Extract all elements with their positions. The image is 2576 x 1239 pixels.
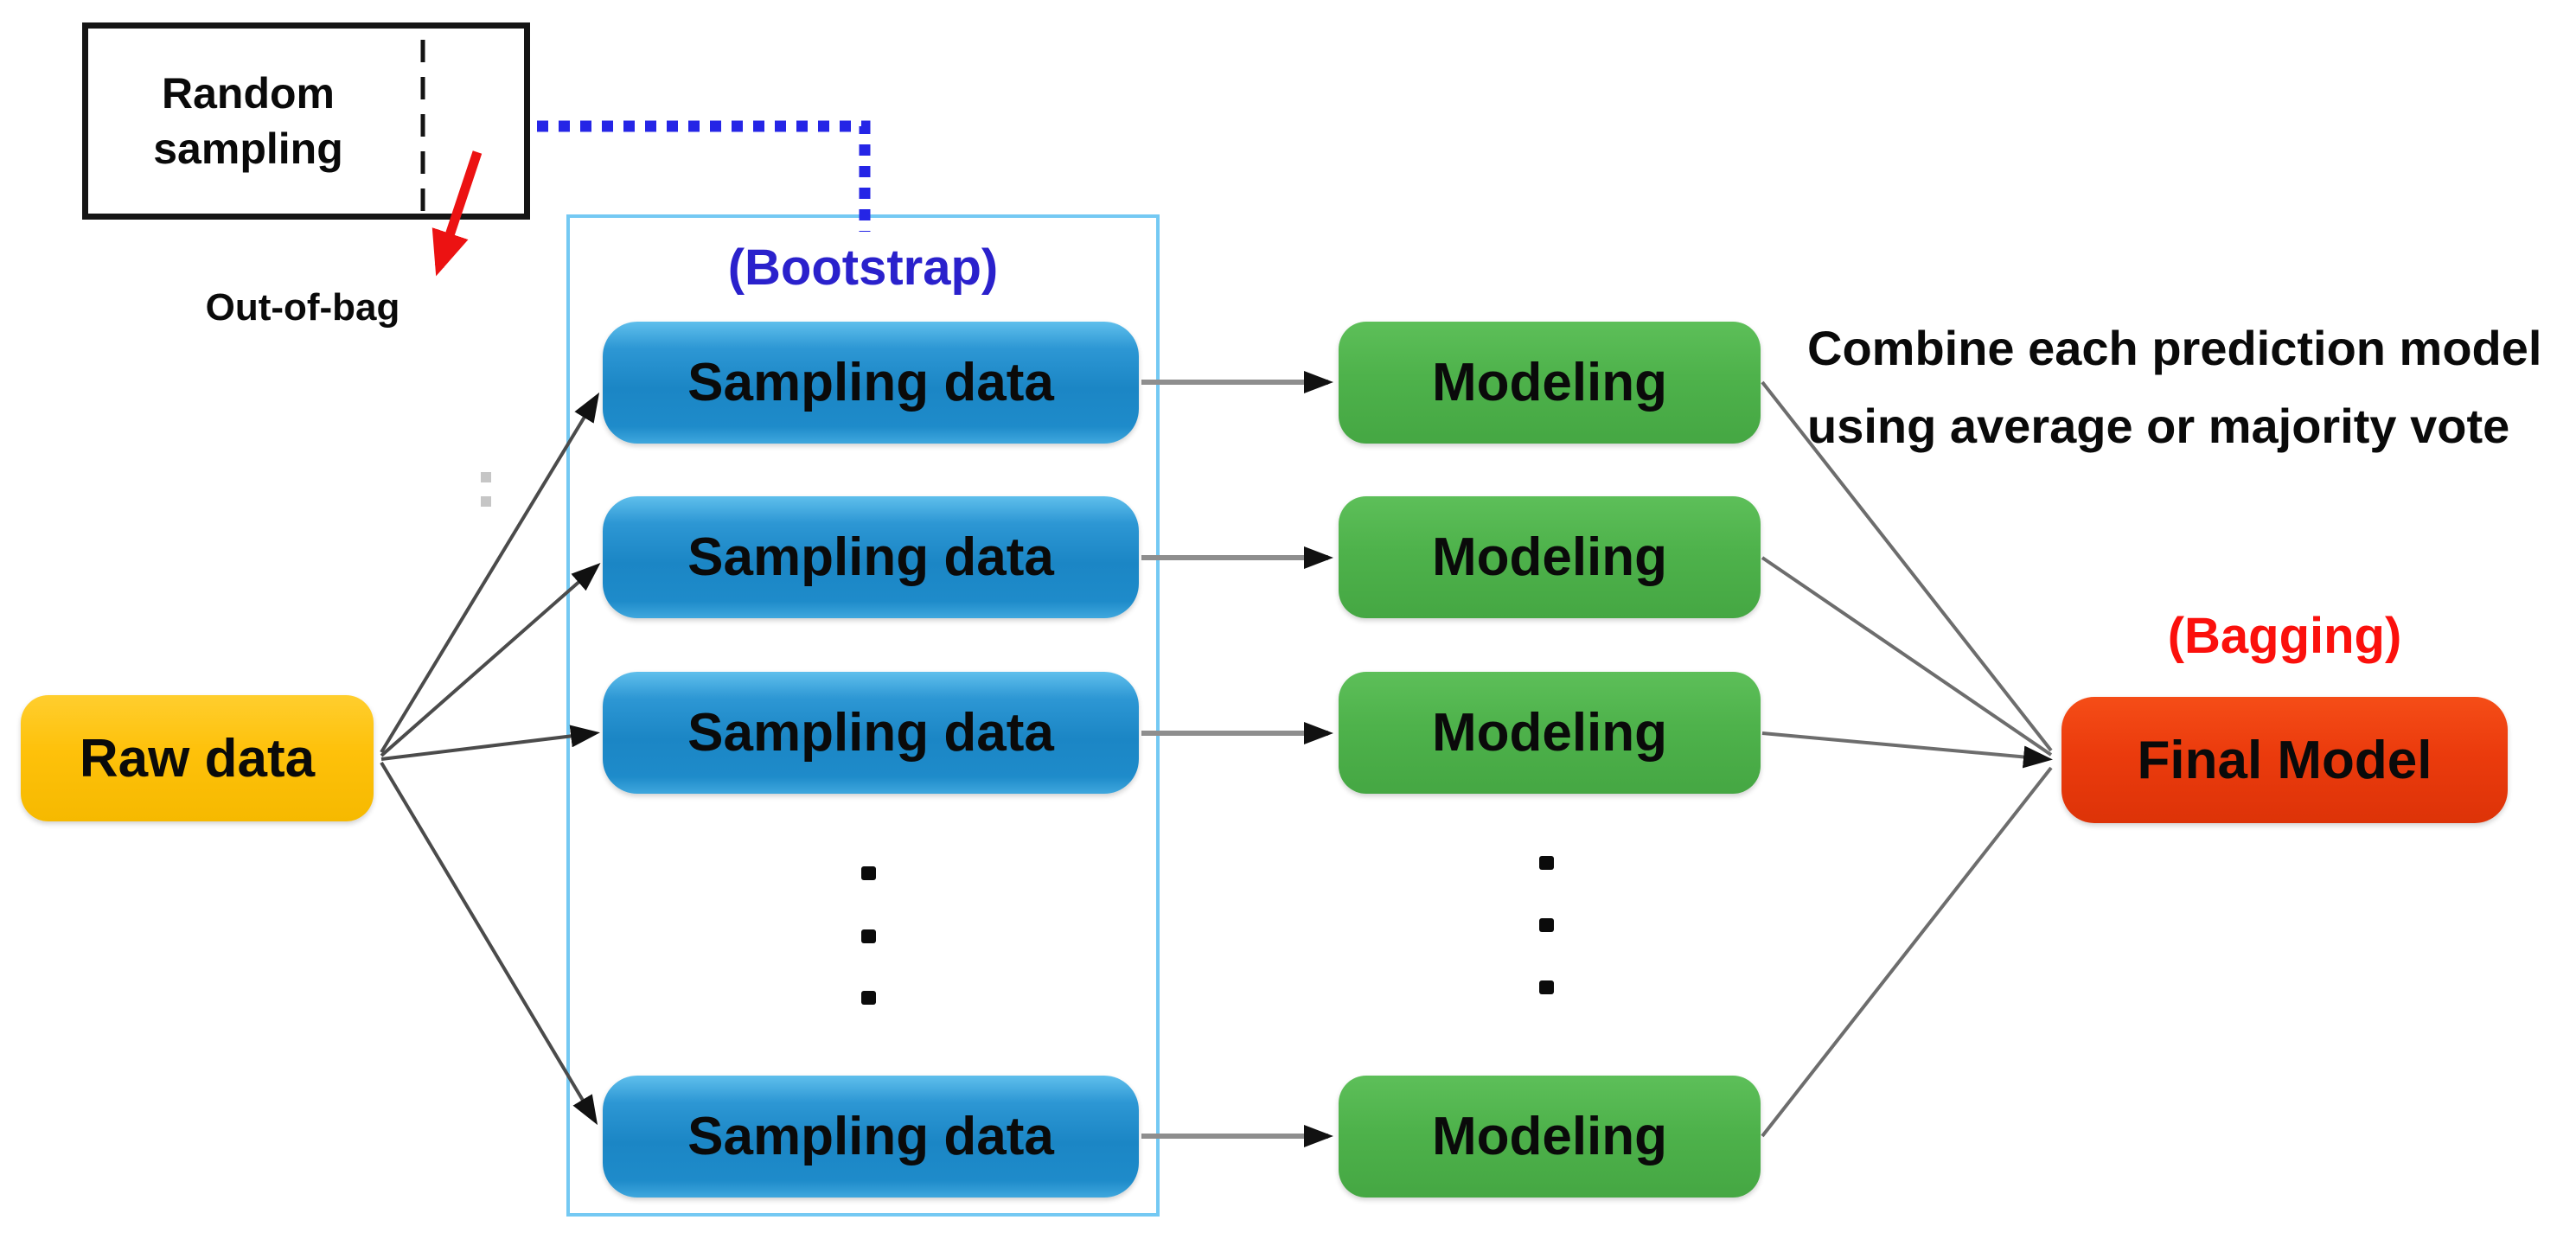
final-model-label: Final Model <box>2137 730 2432 790</box>
combine-note: Combine each prediction model using aver… <box>1807 310 2576 465</box>
lines-modeling-to-final <box>1761 380 2053 1138</box>
modeling-label-2: Modeling <box>1431 527 1668 587</box>
sampling-data-box-2: Sampling data <box>603 496 1139 618</box>
modeling-label-3: Modeling <box>1431 703 1668 763</box>
sampling-data-label-4: Sampling data <box>687 1107 1054 1166</box>
out-of-bag-label: Out-of-bag <box>205 286 400 329</box>
modeling-label-4: Modeling <box>1431 1107 1668 1166</box>
arrow-raw-to-sampling-2 <box>380 563 601 757</box>
bootstrap-label: (Bootstrap) <box>727 239 999 296</box>
final-model-box: Final Model <box>2061 697 2508 823</box>
arrows-raw-to-sampling <box>380 392 601 1126</box>
modeling-box-2: Modeling <box>1339 496 1761 618</box>
bagging-label: (Bagging) <box>2167 607 2402 664</box>
line-modeling-to-final-4 <box>1761 766 2053 1138</box>
modeling-label-1: Modeling <box>1431 353 1668 412</box>
faint-ellipsis-dots <box>481 472 491 507</box>
arrows-sampling-to-modeling <box>1141 371 1333 1147</box>
ellipsis-dots-modeling <box>1539 856 1554 994</box>
line-modeling-to-final-2 <box>1761 556 2053 757</box>
raw-data-label: Raw data <box>79 728 316 789</box>
combine-note-line-2: using average or majority vote <box>1807 399 2510 453</box>
sampling-data-box-4: Sampling data <box>603 1076 1139 1197</box>
modeling-box-1: Modeling <box>1339 322 1761 444</box>
sampling-data-label-3: Sampling data <box>687 703 1054 763</box>
out-of-bag-arrow <box>431 150 483 277</box>
combine-note-line-1: Combine each prediction model <box>1807 321 2542 375</box>
line-modeling-to-final-1 <box>1761 380 2053 752</box>
random-sampling-box: Random sampling <box>82 22 530 220</box>
bootstrap-dotted-connector <box>537 120 871 232</box>
sampling-data-label-1: Sampling data <box>687 353 1054 412</box>
sampling-data-box-1: Sampling data <box>603 322 1139 444</box>
ellipsis-dots-sampling <box>861 866 876 1005</box>
arrow-raw-to-sampling-3 <box>380 725 600 761</box>
arrow-raw-to-sampling-4 <box>380 761 598 1126</box>
line-modeling-to-final-3 <box>1761 731 2053 769</box>
raw-data-box: Raw data <box>21 695 374 821</box>
arrow-raw-to-sampling-1 <box>380 392 600 754</box>
random-sampling-label: Random sampling <box>153 69 343 173</box>
modeling-box-4: Modeling <box>1339 1076 1761 1197</box>
sampling-data-label-2: Sampling data <box>687 527 1054 587</box>
sampling-data-box-3: Sampling data <box>603 672 1139 794</box>
modeling-box-3: Modeling <box>1339 672 1761 794</box>
